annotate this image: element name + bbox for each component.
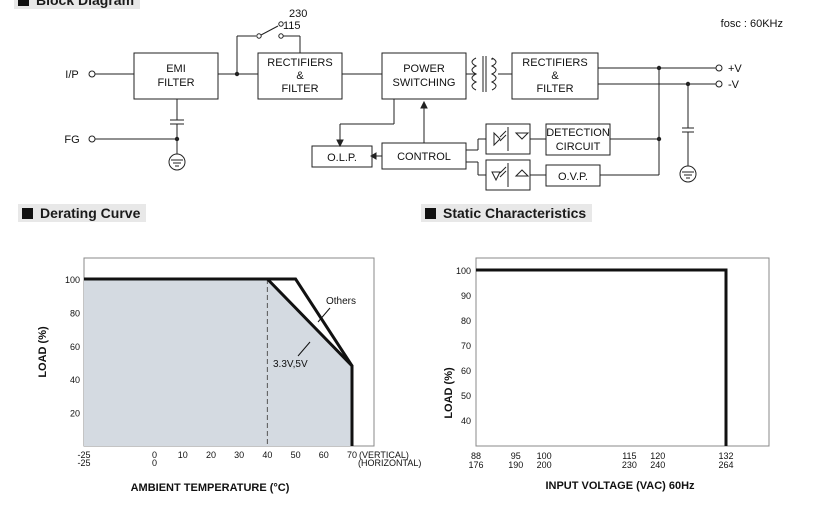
switch-230-label: 230 <box>289 8 307 20</box>
static-x-tick-label-second: 200 <box>537 460 552 470</box>
power-text-1: POWER <box>403 63 445 75</box>
derating-x-tick-label: 50 <box>291 450 301 460</box>
derating-y-tick-label: 40 <box>70 375 80 385</box>
out-pos-label: +V <box>728 63 742 75</box>
static-y-axis-label: LOAD (%) <box>443 367 455 419</box>
derating-x-tick-label: 40 <box>262 450 272 460</box>
fg-label: FG <box>64 134 79 146</box>
derating-x-tick-label: 0 <box>152 450 157 460</box>
rectifiers-filter-block-2 <box>511 52 599 100</box>
block-diagram-title: Block Diagram <box>14 0 141 9</box>
optocoupler-symbols <box>491 127 530 187</box>
static-y-tick-label: 80 <box>461 316 471 326</box>
derating-horizontal-note: (HORIZONTAL) <box>358 458 421 468</box>
static-x-tick-label-second: 264 <box>718 460 733 470</box>
derating-y-tick-label: 20 <box>70 409 80 419</box>
static-x-tick-label-second: 230 <box>622 460 637 470</box>
static-x-tick-label-second: 240 <box>650 460 665 470</box>
static-x-tick-label-second: 176 <box>468 460 483 470</box>
static-x-tick-label: 100 <box>537 451 552 461</box>
static-x-axis-label: INPUT VOLTAGE (VAC) 60Hz <box>545 480 695 492</box>
static-plot-frame <box>475 257 770 447</box>
emi-text-1: EMI <box>166 63 186 75</box>
derating-x-tick-label: 70 <box>347 450 357 460</box>
static-x-tick-label-second: 190 <box>508 460 523 470</box>
output-negative-terminal <box>715 80 723 88</box>
power-switching-block <box>381 52 467 100</box>
derating-x-tick-label: 30 <box>234 450 244 460</box>
derating-x-tick-label: 60 <box>319 450 329 460</box>
emi-text-2: FILTER <box>157 77 194 89</box>
transformer-primary <box>471 57 478 91</box>
static-y-tick-label: 60 <box>461 366 471 376</box>
olp-text: O.L.P. <box>327 152 357 164</box>
title-square-icon <box>18 0 29 6</box>
block-diagram-title-text: Block Diagram <box>36 0 135 8</box>
switch-115-label: 115 <box>283 20 301 32</box>
rect2-text-1: RECTIFIERS <box>522 57 587 69</box>
static-characteristics-title-text: Static Characteristics <box>443 205 587 221</box>
rect1-text-2: & <box>296 70 304 82</box>
static-y-tick-label: 100 <box>456 266 471 276</box>
output-positive-terminal <box>715 64 723 72</box>
static-series-line <box>476 268 728 446</box>
detect-text-1: DETECTION <box>546 127 610 139</box>
derating-curve-title: Derating Curve <box>18 204 147 222</box>
fosc-label: fosc : 60KHz <box>721 18 783 30</box>
fg-ground-icon <box>168 153 186 171</box>
derating-vertical-note: (VERTICAL) <box>359 450 409 460</box>
static-y-tick-label: 90 <box>461 291 471 301</box>
derating-curve-title-text: Derating Curve <box>40 205 141 221</box>
derating-y-tick-label: 100 <box>65 275 80 285</box>
static-y-tick-label: 70 <box>461 341 471 351</box>
derating-x-tick-label: 20 <box>206 450 216 460</box>
derating-x-axis-label: AMBIENT TEMPERATURE (°C) <box>131 482 290 494</box>
out-neg-label: -V <box>728 79 740 91</box>
static-y-tick-label: 40 <box>461 416 471 426</box>
derating-x-tick-label-horizontal: -25 <box>77 458 90 468</box>
control-text: CONTROL <box>397 151 451 163</box>
derating-annotation-line <box>317 307 331 323</box>
derating-series-label-33v5v: 3.3V,5V <box>273 359 308 370</box>
derating-y-tick-label: 60 <box>70 342 80 352</box>
emi-filter-block <box>133 52 219 100</box>
rect2-text-3: FILTER <box>536 83 573 95</box>
rect1-text-1: RECTIFIERS <box>267 57 332 69</box>
derating-x-tick-label-horizontal: 0 <box>152 458 157 468</box>
static-x-tick-label: 132 <box>718 451 733 461</box>
static-x-tick-label: 120 <box>650 451 665 461</box>
input-label: I/P <box>65 69 78 81</box>
detect-text-2: CIRCUIT <box>556 141 601 153</box>
title-square-icon <box>22 208 33 219</box>
derating-x-tick-label: 10 <box>178 450 188 460</box>
static-characteristics-title: Static Characteristics <box>421 204 593 222</box>
rect2-text-2: & <box>551 70 559 82</box>
derating-area-fill <box>84 279 352 446</box>
derating-y-tick-label: 80 <box>70 308 80 318</box>
rect1-text-3: FILTER <box>281 83 318 95</box>
static-y-tick-label: 50 <box>461 391 471 401</box>
output-ground-icon <box>679 165 697 183</box>
power-text-2: SWITCHING <box>393 77 456 89</box>
static-x-tick-label: 115 <box>622 451 636 461</box>
static-x-tick-label: 95 <box>511 451 521 461</box>
derating-series-line-1 <box>84 277 354 446</box>
static-x-tick-label: 88 <box>471 451 481 461</box>
derating-x-tick-label: -25 <box>77 450 90 460</box>
derating-annotation-line <box>297 341 311 357</box>
derating-series-label-others: Others <box>326 296 356 307</box>
ovp-text: O.V.P. <box>558 171 588 183</box>
title-square-icon <box>425 208 436 219</box>
derating-y-axis-label: LOAD (%) <box>37 326 49 378</box>
rectifiers-filter-block <box>257 52 343 100</box>
transformer-secondary <box>490 57 497 91</box>
